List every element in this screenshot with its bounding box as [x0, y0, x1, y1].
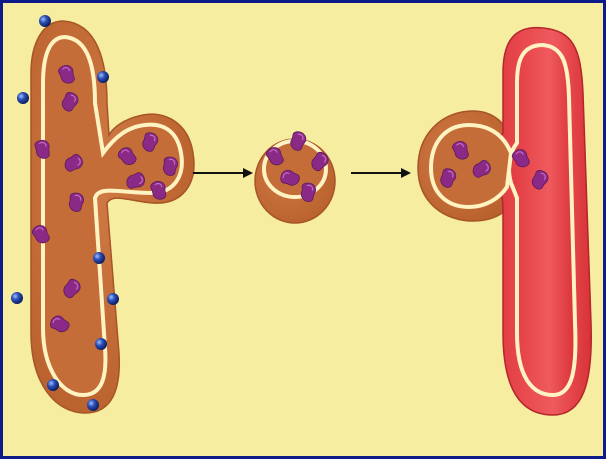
receptor-icon — [93, 252, 105, 264]
receptor-icon — [17, 92, 29, 104]
diagram-canvas — [3, 3, 603, 456]
right-arrow-icon — [193, 168, 253, 178]
receptor-icon — [47, 379, 59, 391]
target-compartment — [418, 28, 591, 415]
receptor-icon — [87, 399, 99, 411]
donor-compartment — [31, 21, 194, 413]
transport-vesicle — [255, 130, 335, 223]
receptor-icon — [107, 293, 119, 305]
right-arrow-icon — [351, 168, 411, 178]
receptor-icon — [11, 292, 23, 304]
receptor-icon — [39, 15, 51, 27]
receptor-icon — [95, 338, 107, 350]
receptor-icon — [97, 71, 109, 83]
vesicle-transport-diagram — [3, 3, 603, 456]
